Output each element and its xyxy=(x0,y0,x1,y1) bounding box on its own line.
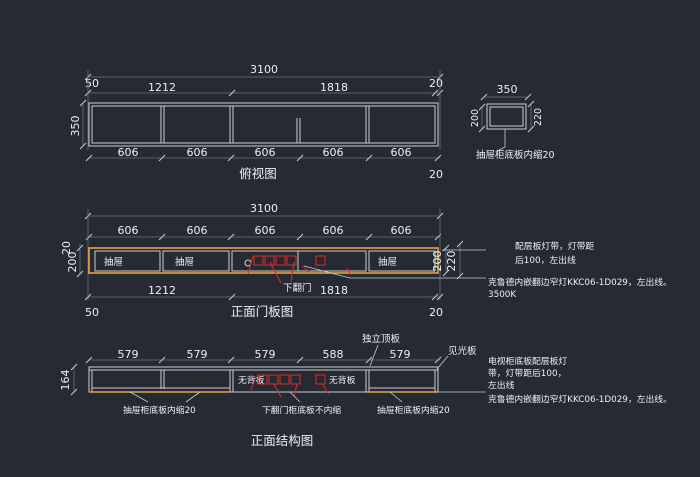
flip-door-front xyxy=(231,250,367,272)
drawer-front xyxy=(368,250,436,272)
door-note-lightstrip: 配层板灯带，灯带距 xyxy=(515,240,594,252)
door-left-top-dim: 20 xyxy=(60,241,73,255)
side-note: 抽屉柜底板内缩20 xyxy=(476,149,555,161)
side-section-outline xyxy=(486,103,527,130)
drawer-front xyxy=(162,250,230,272)
struct-module-dim: 579 xyxy=(118,348,139,361)
side-depth-inner-dim: 200 xyxy=(470,109,481,127)
door-left-end-dim: 50 xyxy=(85,306,99,319)
door-note-lamp: 克鲁德内嵌翻边窄灯KKC06-1D029，左出线。 xyxy=(488,276,672,288)
door-module-dim: 606 xyxy=(187,224,208,237)
drawer-label: 抽屉 xyxy=(378,256,397,268)
top-view: 3100 50 1212 1818 20 350 606 606 606 606… xyxy=(69,63,444,181)
struct-note-drawer-left: 抽屉柜底板内缩20 xyxy=(123,404,196,416)
red-light-markers xyxy=(247,255,352,284)
door-view-title: 正面门板图 xyxy=(231,304,294,319)
struct-note-tv-3: 左出线 xyxy=(488,379,515,391)
top-module-dim: 606 xyxy=(323,146,344,159)
top-module-dim: 606 xyxy=(187,146,208,159)
visible-board-label: 见光板 xyxy=(448,345,477,357)
structure-view: 579 579 579 588 579 独立顶板 见光板 164 无背板 无背板 xyxy=(59,333,672,448)
struct-module-dim: 579 xyxy=(187,348,208,361)
drawer-label: 抽屉 xyxy=(175,256,194,268)
top-module-dim: 606 xyxy=(118,146,139,159)
structure-view-title: 正面结构图 xyxy=(251,433,314,448)
top-module-dim: 606 xyxy=(255,146,276,159)
top-seg-b-dim: 1818 xyxy=(320,81,348,94)
drawer-front xyxy=(94,250,161,272)
struct-module-dim: 579 xyxy=(255,348,276,361)
top-right-end-dim: 20 xyxy=(429,77,443,90)
door-overall-dim: 3100 xyxy=(250,202,278,215)
side-depth-outer-dim: 220 xyxy=(533,108,544,126)
top-view-title: 俯视图 xyxy=(239,166,277,181)
structure-outline xyxy=(88,366,439,393)
door-view: 3100 606 606 606 606 606 20 200 抽屉 抽屉 抽屉 xyxy=(60,202,672,319)
door-left-height-dim: 200 xyxy=(66,252,79,273)
struct-height-dim: 164 xyxy=(59,370,72,391)
top-left-end-dim: 50 xyxy=(85,77,99,90)
door-seg-a-dim: 1212 xyxy=(148,284,176,297)
flip-door-label: 下翻门 xyxy=(283,282,312,294)
struct-note-flip: 下翻门柜底板不内缩 xyxy=(262,404,341,416)
struct-note-drawer-right: 抽屉柜底板内缩20 xyxy=(377,404,450,416)
door-note-lightstrip-2: 后100，左出线 xyxy=(515,254,576,266)
top-overall-dim: 3100 xyxy=(250,63,278,76)
top-module-dim: 606 xyxy=(391,146,412,159)
door-right-outer-dim: 220 xyxy=(445,251,458,272)
struct-note-tv: 电视柜底板配层板灯 xyxy=(488,355,567,367)
top-depth-dim: 350 xyxy=(69,116,82,137)
door-module-dim: 606 xyxy=(118,224,139,237)
door-elevation-outline xyxy=(88,247,439,274)
door-note-lamp-2: 3500K xyxy=(488,290,516,300)
drawer-label: 抽屉 xyxy=(104,256,123,268)
top-board-label: 独立顶板 xyxy=(362,333,401,345)
door-right-end-dim: 20 xyxy=(429,306,443,319)
top-cabinet-outline xyxy=(88,102,439,147)
red-light-markers xyxy=(249,374,330,398)
door-right-inner-dim: 200 xyxy=(431,251,444,272)
side-view: 350 200 220 抽屉柜底板内缩20 xyxy=(470,83,555,161)
top-bottom-right-dim: 20 xyxy=(429,168,443,181)
door-module-dim: 606 xyxy=(255,224,276,237)
struct-note-tv-4: 克鲁德内嵌翻边窄灯KKC06-1D029，左出线。 xyxy=(488,393,672,405)
struct-module-dim: 588 xyxy=(323,348,344,361)
no-back-label: 无背板 xyxy=(329,374,356,386)
side-width-dim: 350 xyxy=(497,83,518,96)
door-seg-b-dim: 1818 xyxy=(320,284,348,297)
door-module-dim: 606 xyxy=(391,224,412,237)
top-seg-a-dim: 1212 xyxy=(148,81,176,94)
door-module-dim: 606 xyxy=(323,224,344,237)
struct-module-dim: 579 xyxy=(390,348,411,361)
struct-note-tv-2: 带，灯带距后100， xyxy=(488,368,566,379)
